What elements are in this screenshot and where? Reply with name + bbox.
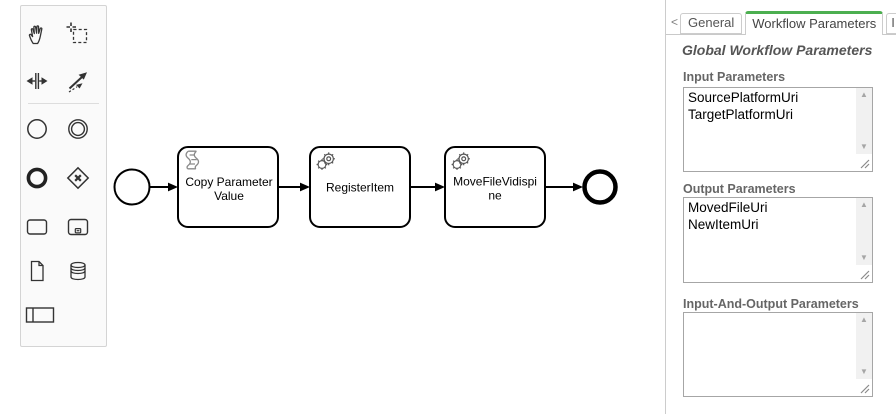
panel-heading: Global Workflow Parameters [682,42,873,58]
input-and-output-parameters-textarea[interactable]: ▲ ▼ [683,312,873,397]
end-event[interactable] [582,169,618,205]
sequence-flow-4[interactable] [545,182,583,192]
global-connect-tool-icon [68,72,87,93]
task-copy-parameter-value[interactable]: Copy Parameter Value [177,146,279,228]
task-label: Value [214,189,244,203]
sequence-flow-3[interactable] [410,182,445,192]
create-data-object-button[interactable] [25,259,49,283]
task-label: ne [488,189,502,203]
gateway-icon [66,166,90,190]
intermediate-event-icon [68,119,88,139]
data-store-icon [70,261,86,281]
input-parameters-textarea[interactable]: SourcePlatformUri TargetPlatformUri ▲ ▼ [683,87,873,172]
scroll-up-icon[interactable]: ▲ [860,200,868,209]
end-event-icon [26,167,48,189]
tab-scroll-left-icon[interactable]: < [671,15,679,29]
data-object-icon [30,260,44,282]
create-start-event-button[interactable] [25,117,49,141]
input-parameters-label: Input Parameters [683,70,786,84]
output-parameters-textarea[interactable]: MovedFileUri NewItemUri ▲ ▼ [683,197,873,283]
space-tool-icon [26,73,48,89]
diagram-canvas[interactable]: Copy Parameter Value RegisterItem MoveFi… [0,0,666,414]
create-subprocess-button[interactable] [66,215,90,239]
task-registeritem[interactable]: RegisterItem [309,146,411,228]
create-gateway-button[interactable] [66,166,90,190]
scroll-up-icon[interactable]: ▲ [860,90,868,99]
task-movefilevidispine[interactable]: MoveFileVidispi ne [444,146,546,228]
scroll-down-icon[interactable]: ▼ [860,253,868,262]
tab-workflow-parameters[interactable]: Workflow Parameters [745,11,884,35]
create-data-store-button[interactable] [66,259,90,283]
participant-icon [25,307,55,323]
lasso-tool-icon [66,22,88,44]
create-task-button[interactable] [25,215,49,239]
scroll-down-icon[interactable]: ▼ [860,367,868,376]
create-end-event-button[interactable] [25,166,49,190]
sequence-flow-1[interactable] [150,182,178,192]
scroll-down-icon[interactable]: ▼ [860,142,868,151]
start-event[interactable] [113,168,151,206]
output-parameters-label: Output Parameters [683,182,796,196]
properties-tabbar: < General Workflow Parameters I > [666,0,896,35]
scrollbar[interactable]: ▲ ▼ [856,198,872,265]
scroll-up-icon[interactable]: ▲ [860,315,868,324]
subprocess-icon [67,218,89,236]
task-icon [26,219,48,235]
task-label: MoveFileVidispi [453,175,537,189]
properties-panel: < General Workflow Parameters I > Global… [665,0,896,414]
input-and-output-parameters-value [684,313,855,396]
create-intermediate-event-button[interactable] [66,117,90,141]
hand-tool-button[interactable] [25,22,49,46]
resize-grip-icon[interactable] [856,155,872,171]
resize-grip-icon[interactable] [856,266,872,282]
task-label: Copy Parameter [185,175,272,189]
task-label: RegisterItem [326,181,394,195]
input-and-output-parameters-label: Input-And-Output Parameters [683,297,859,311]
output-parameters-value: MovedFileUri NewItemUri [688,200,768,232]
scrollbar[interactable]: ▲ ▼ [856,88,872,154]
input-parameters-value: SourcePlatformUri TargetPlatformUri [688,90,799,122]
create-participant-button[interactable] [25,303,55,327]
lasso-tool-button[interactable] [66,22,90,46]
space-tool-button[interactable] [25,69,49,93]
scrollbar[interactable]: ▲ ▼ [856,313,872,379]
resize-grip-icon[interactable] [856,380,872,396]
bpmn-palette [20,5,107,347]
start-event-icon [27,119,47,139]
palette-separator [28,103,99,104]
hand-tool-icon [28,25,43,45]
tab-general[interactable]: General [680,13,743,34]
sequence-flow-2[interactable] [278,182,310,192]
global-connect-tool-button[interactable] [66,69,90,93]
tab-truncated[interactable]: I [886,13,896,34]
